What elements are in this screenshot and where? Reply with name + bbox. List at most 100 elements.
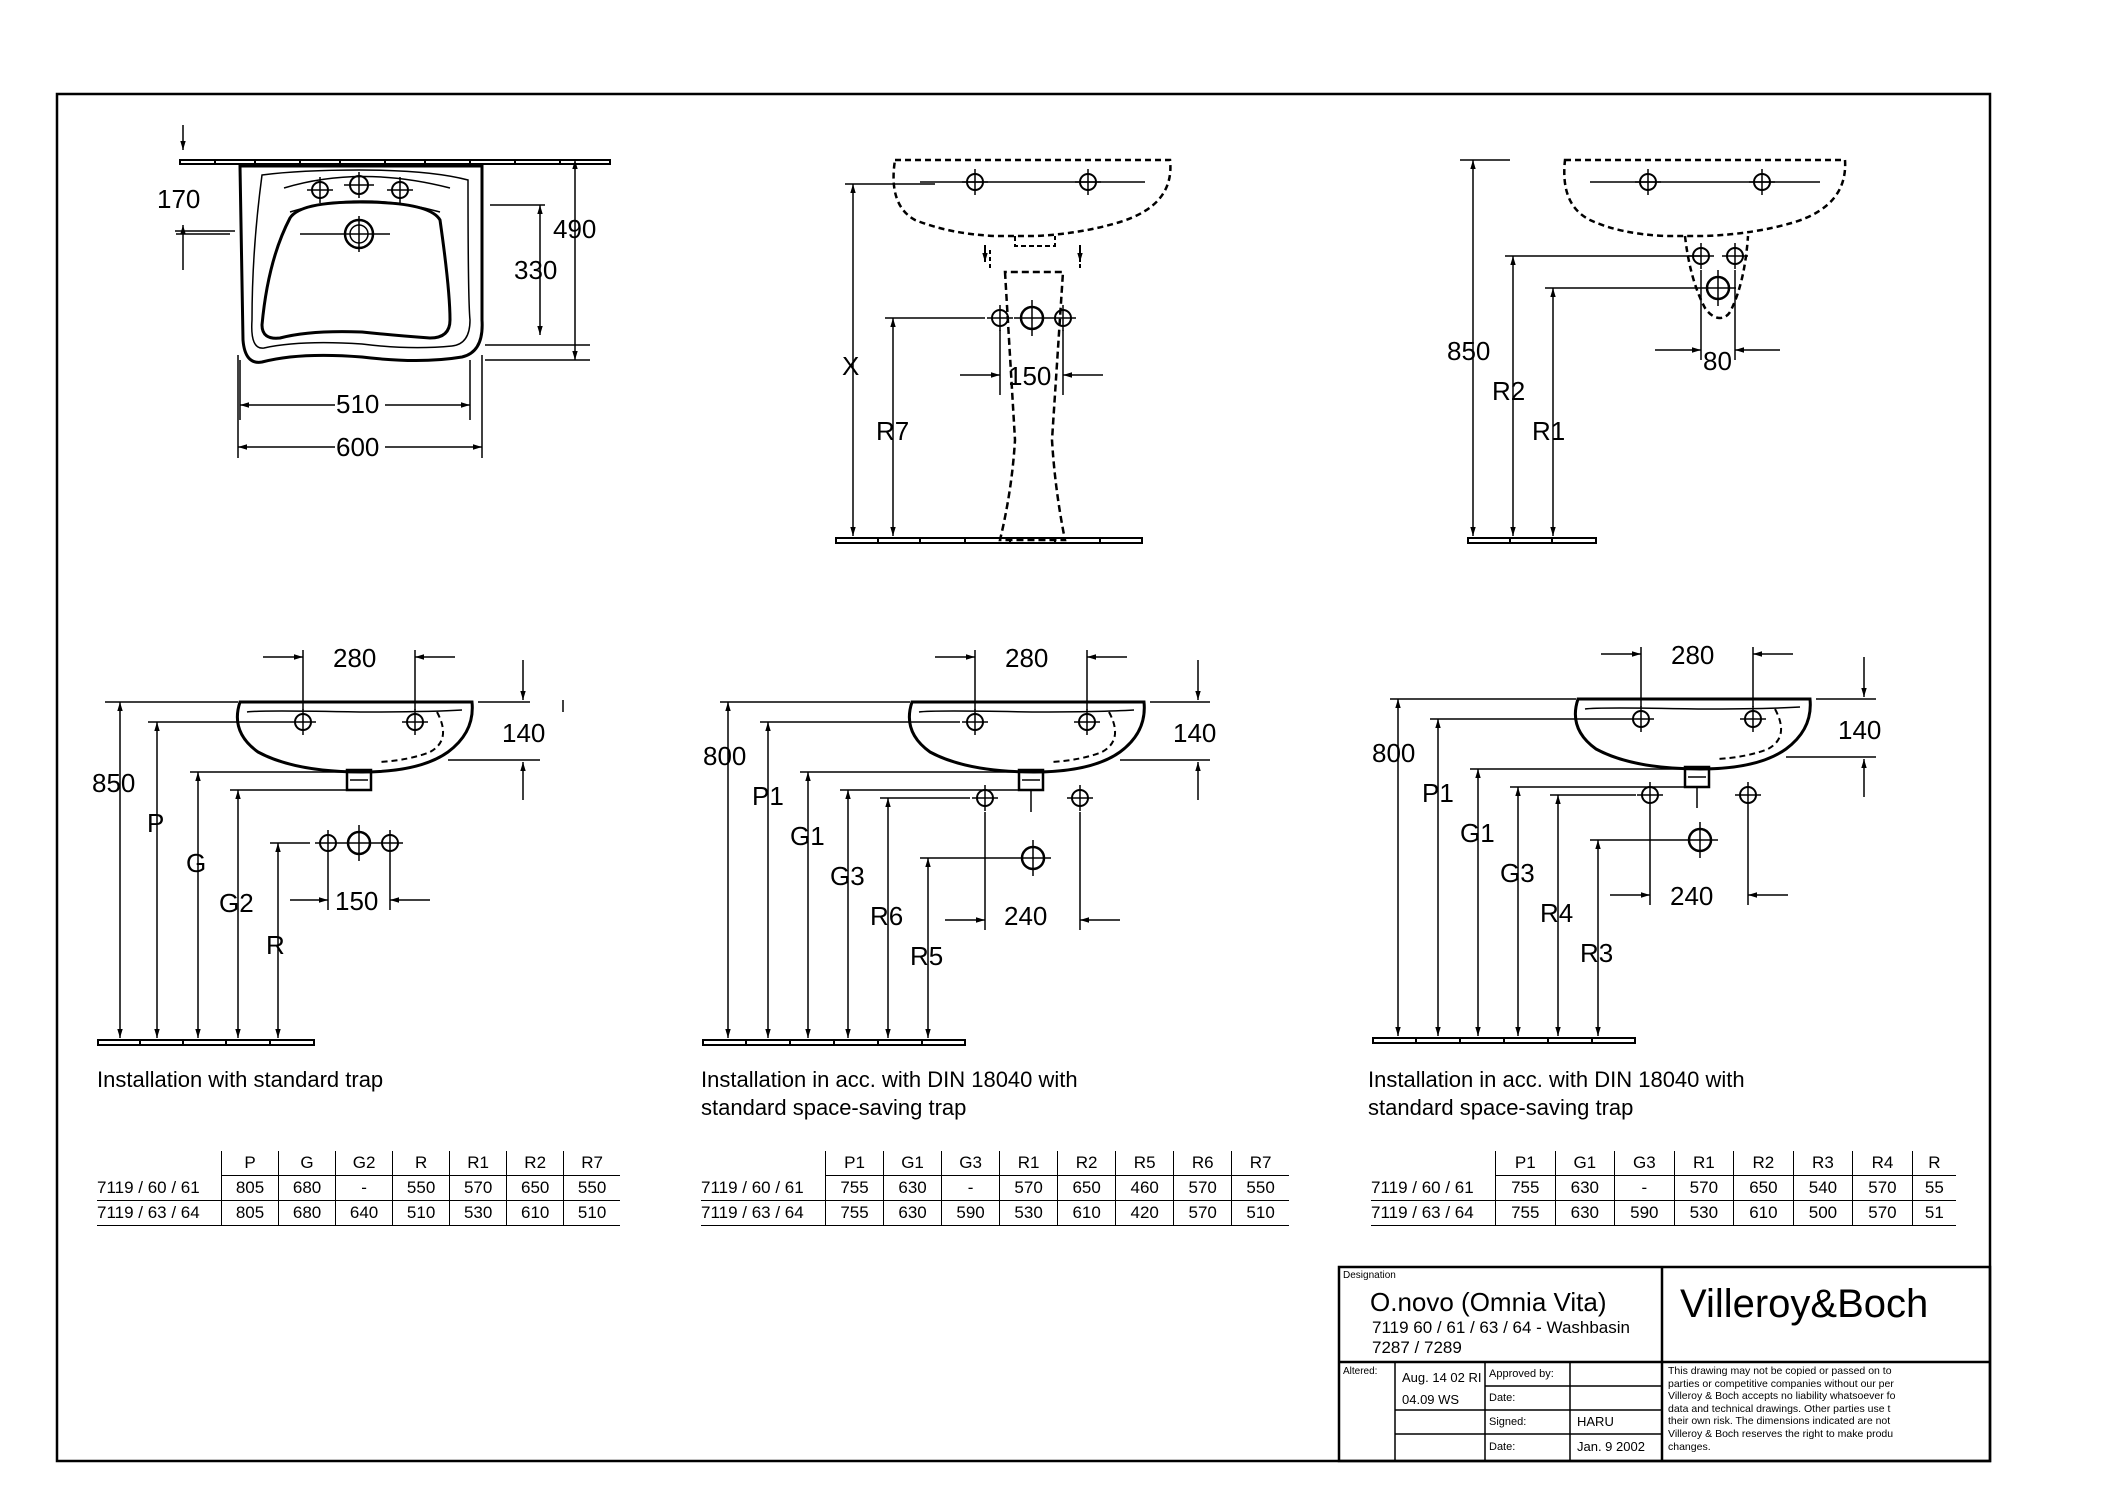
table-cell: 7119 / 60 / 61 [701, 1175, 826, 1201]
table-header-cell [1371, 1151, 1496, 1176]
table-cell: 610 [1057, 1200, 1116, 1226]
wall-dim-r1: R1 [1532, 416, 1565, 446]
table-cell: 550 [1231, 1175, 1289, 1201]
plan-view [175, 125, 611, 458]
table-header-cell: R1 [449, 1151, 507, 1176]
dimension-table-1: P G G2 R R1 R2 R7 7119 / 60 / 61 805 680… [97, 1151, 620, 1226]
brand-logo: Villeroy&Boch [1680, 1282, 1929, 1326]
table-cell: 420 [1115, 1200, 1174, 1226]
pedestal-view [835, 158, 1172, 544]
title-block-frame [1337, 1265, 1992, 1463]
table-cell: 630 [1554, 1200, 1615, 1226]
table-row: 7119 / 63 / 64 805 680 640 510 530 610 5… [97, 1200, 620, 1226]
table-header-cell: G [278, 1151, 336, 1176]
table-header-row: P G G2 R R1 R2 R7 [97, 1151, 620, 1176]
caption-section-2: Installation in acc. with DIN 18040 with… [701, 1066, 1078, 1122]
section-din-trap-b [1372, 647, 1876, 1044]
table-header-cell: P1 [824, 1151, 884, 1176]
s3-dim-g1: G1 [1460, 818, 1495, 848]
s1-dim-r: R [266, 930, 285, 960]
table-header-cell [97, 1151, 222, 1176]
table-cell: 550 [392, 1175, 450, 1201]
table-cell: 640 [335, 1200, 393, 1226]
pedestal-dim-r7: R7 [876, 416, 909, 446]
disclaimer-line: This drawing may not be copied or passed… [1668, 1365, 1892, 1377]
plan-dim-inner-width: 510 [336, 389, 379, 419]
plan-dim-width: 600 [336, 432, 379, 462]
s2-dim-height: 800 [703, 741, 746, 771]
wall-dim-height: 850 [1447, 336, 1490, 366]
table-header-cell: P1 [1495, 1151, 1556, 1176]
table-cell: 510 [1231, 1200, 1289, 1226]
table-cell: 7119 / 63 / 64 [97, 1200, 222, 1226]
product-line-3: 7287 / 7289 [1372, 1338, 1462, 1357]
table-row: 7119 / 63 / 64 755 630 590 530 610 500 5… [1371, 1200, 1956, 1226]
table-cell: 630 [883, 1175, 942, 1201]
table-header-cell: R4 [1852, 1151, 1913, 1176]
table-cell: 680 [278, 1175, 336, 1201]
designation-label: Designation [1343, 1270, 1396, 1281]
table-row: 7119 / 60 / 61 755 630 - 570 650 460 570… [701, 1175, 1289, 1201]
table-header-cell: G1 [883, 1151, 942, 1176]
altered-entry-2: 04.09 WS [1402, 1392, 1460, 1407]
wall-dim-r2: R2 [1492, 376, 1525, 406]
table-header-cell: R2 [1733, 1151, 1794, 1176]
table-cell: 460 [1115, 1175, 1174, 1201]
altered-entry-1: Aug. 14 02 RI [1402, 1370, 1482, 1385]
disclaimer: This drawing may not be copied or passed… [1668, 1365, 1986, 1453]
table-header-cell [701, 1151, 826, 1176]
table-cell: 51 [1911, 1200, 1956, 1226]
product-name: O.novo (Omnia Vita) [1370, 1287, 1607, 1317]
signed-label: Signed: [1489, 1416, 1527, 1428]
table-header-cell: R3 [1792, 1151, 1853, 1176]
table-header-cell: R [1911, 1151, 1956, 1176]
s3-dim-g3: G3 [1500, 858, 1535, 888]
table-cell: 755 [824, 1200, 884, 1226]
table-cell: 570 [999, 1175, 1058, 1201]
s1-dim-g2: G2 [219, 888, 254, 918]
table-cell: 7119 / 60 / 61 [97, 1175, 222, 1201]
altered-label: Altered: [1343, 1366, 1378, 1377]
caption-line: Installation with standard trap [97, 1067, 384, 1092]
table-header-cell: R [392, 1151, 450, 1176]
table-cell: 755 [1495, 1175, 1556, 1201]
table-header-cell: R7 [563, 1151, 620, 1176]
table-cell: 7119 / 63 / 64 [1371, 1200, 1496, 1226]
table-header-cell: R1 [1673, 1151, 1734, 1176]
table-header-cell: G1 [1554, 1151, 1615, 1176]
disclaimer-line: Villeroy & Boch accepts no liability wha… [1668, 1390, 1896, 1403]
table-cell: 510 [563, 1200, 620, 1226]
s3-dim-width: 280 [1671, 640, 1714, 670]
table-row: 7119 / 60 / 61 755 630 - 570 650 540 570… [1371, 1175, 1956, 1201]
s2-dim-spacing: 240 [1004, 901, 1047, 931]
table-cell: 590 [1614, 1200, 1675, 1226]
s1-dim-depth: 140 [502, 718, 545, 748]
table-cell: 630 [1554, 1175, 1615, 1201]
table-cell: 570 [1852, 1175, 1913, 1201]
table-cell: 650 [1057, 1175, 1116, 1201]
s2-dim-r6: R6 [870, 901, 903, 931]
plan-dim-inner: 330 [514, 255, 557, 285]
table-cell: - [941, 1175, 1000, 1201]
table-cell: 630 [883, 1200, 942, 1226]
s3-dim-spacing: 240 [1670, 881, 1713, 911]
table-header-row: P1 G1 G3 R1 R2 R5 R6 R7 [701, 1151, 1289, 1176]
table-cell: 755 [1495, 1200, 1556, 1226]
s1-dim-spacing: 150 [335, 886, 378, 916]
approved-label: Approved by: [1489, 1368, 1554, 1380]
table-row: 7119 / 63 / 64 755 630 590 530 610 420 5… [701, 1200, 1289, 1226]
caption-section-3: Installation in acc. with DIN 18040 with… [1368, 1066, 1745, 1122]
table-row: 7119 / 60 / 61 805 680 - 550 570 650 550 [97, 1175, 620, 1201]
table-cell: 610 [1733, 1200, 1794, 1226]
table-header-cell: G2 [335, 1151, 393, 1176]
sheet-border [55, 92, 1992, 1463]
table-header-cell: R2 [506, 1151, 564, 1176]
table-cell: 805 [220, 1175, 279, 1201]
section-standard-trap [97, 650, 564, 1046]
caption-line: Installation in acc. with DIN 18040 with [701, 1067, 1078, 1092]
s3-dim-r4: R4 [1540, 898, 1573, 928]
disclaimer-line: parties or competitive companies without… [1668, 1377, 1894, 1390]
s1-dim-height: 850 [92, 768, 135, 798]
table-header-row: P1 G1 G3 R1 R2 R3 R4 R [1371, 1151, 1956, 1176]
table-cell: 755 [824, 1175, 884, 1201]
